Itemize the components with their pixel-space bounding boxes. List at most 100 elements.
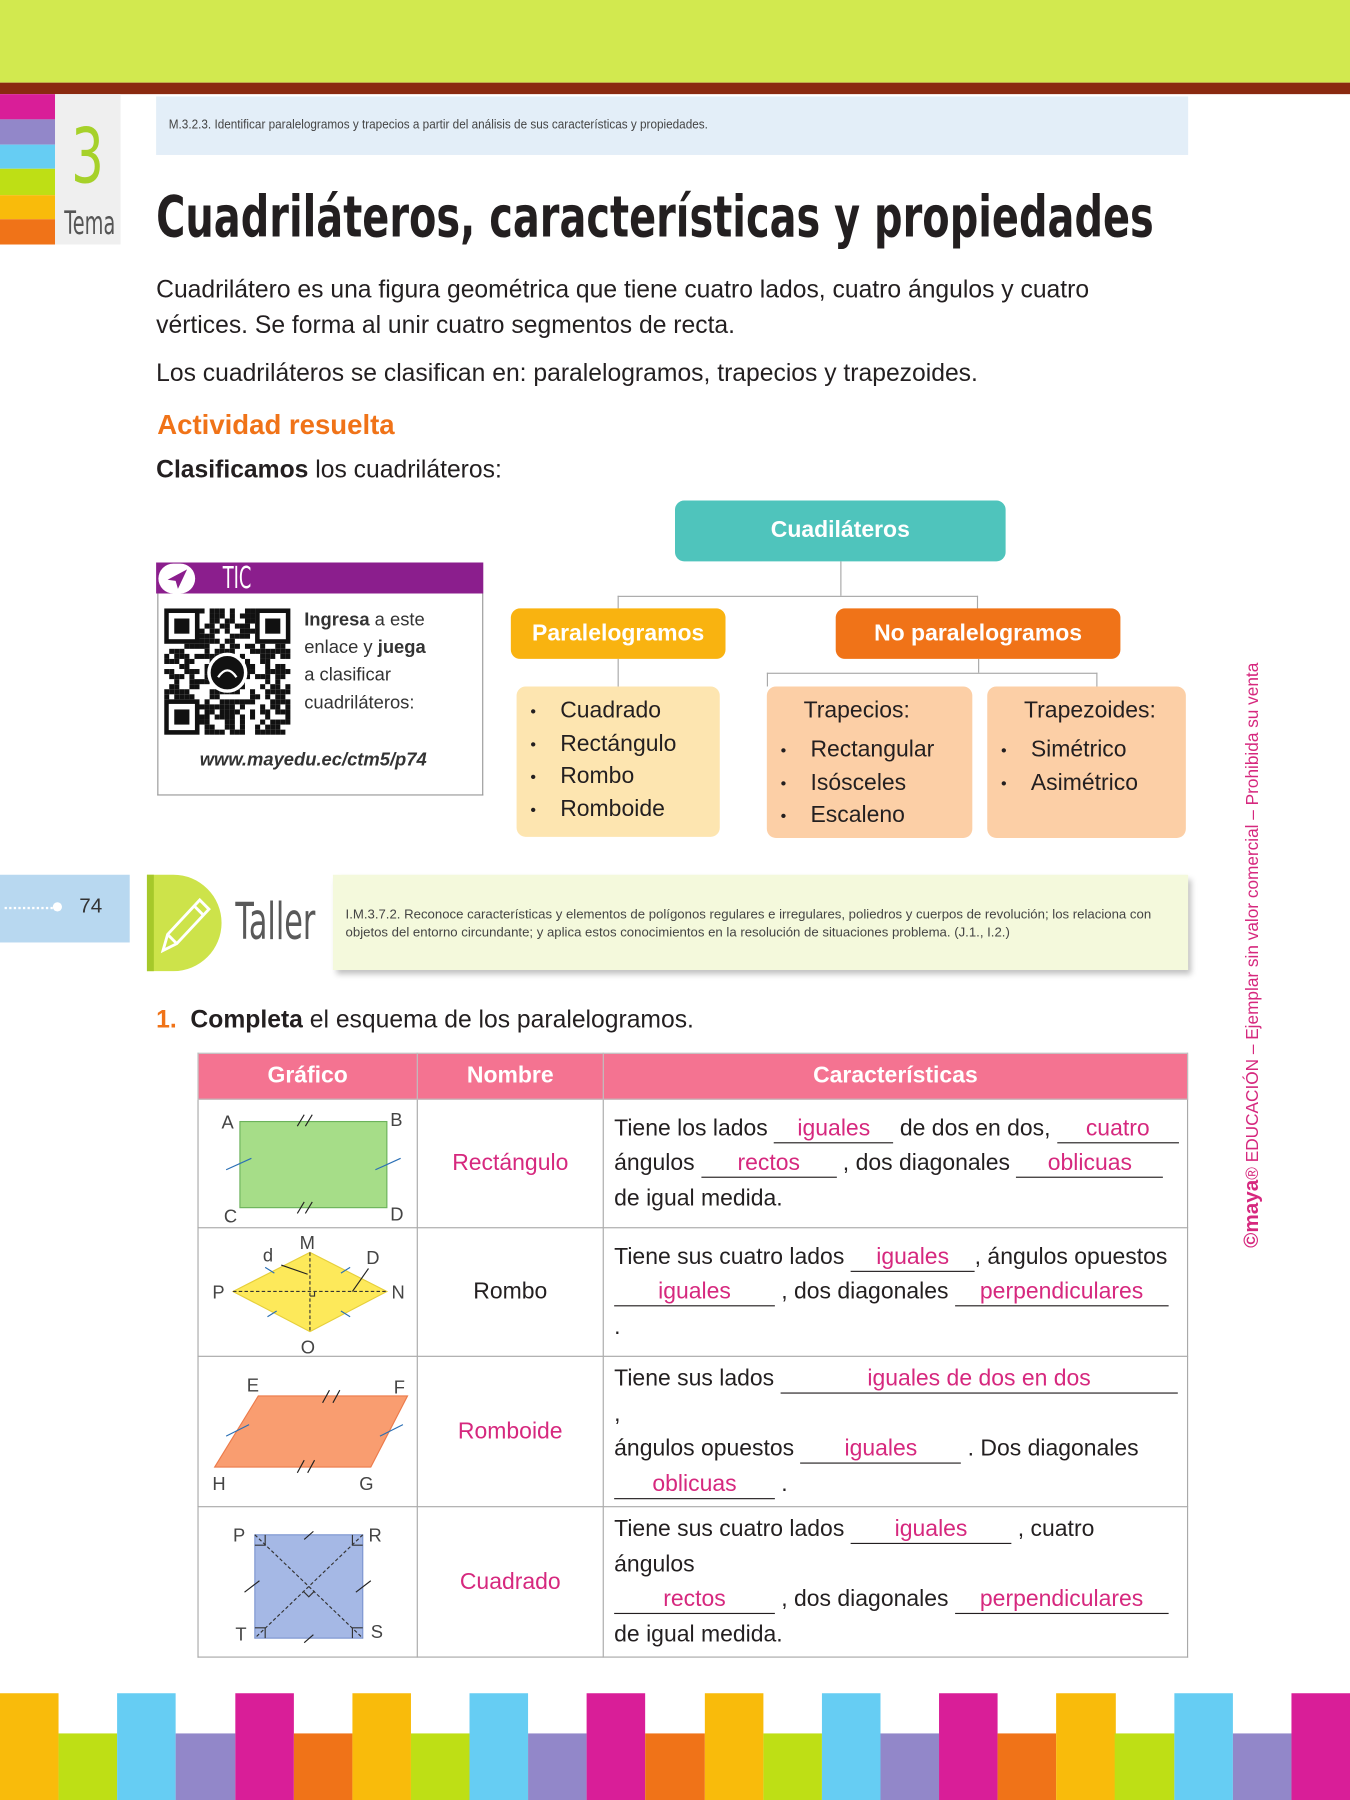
column-header: Nombre	[416, 1052, 604, 1100]
list-item: Rombo	[517, 760, 677, 793]
answer-blank[interactable]: iguales	[850, 1243, 975, 1272]
svg-text:H: H	[212, 1473, 225, 1494]
column-header: Características	[602, 1052, 1189, 1100]
square-graphic: P R S T	[197, 1506, 418, 1658]
svg-text:A: A	[222, 1111, 235, 1132]
answer-blank[interactable]: iguales	[800, 1435, 962, 1464]
stripe	[997, 1733, 1057, 1800]
intro-line-1: Cuadrilátero es una figura geométrica qu…	[156, 275, 1090, 304]
stripe	[645, 1733, 705, 1800]
answer-blank[interactable]: rectos	[700, 1149, 837, 1179]
column-header: Gráfico	[197, 1052, 418, 1100]
svg-text:P: P	[233, 1524, 245, 1545]
send-arrow-icon	[158, 563, 196, 594]
stripe	[1232, 1733, 1292, 1800]
shape-name: Romboide	[416, 1355, 604, 1508]
top-green-band	[0, 0, 1350, 83]
stripe	[763, 1733, 822, 1800]
stripe	[1056, 1693, 1116, 1800]
stripe	[704, 1693, 764, 1800]
stripe	[1173, 1693, 1233, 1800]
svg-text:E: E	[247, 1374, 259, 1395]
svg-text:D: D	[390, 1203, 403, 1224]
stripe	[469, 1693, 529, 1800]
stripe	[58, 1733, 118, 1800]
intro-line-2: vértices. Se forma al unir cuatro segmen…	[156, 311, 736, 339]
svg-text:T: T	[235, 1623, 246, 1644]
svg-text:D: D	[366, 1246, 379, 1267]
svg-text:R: R	[368, 1524, 381, 1545]
taller-label: Taller	[235, 893, 316, 952]
trapecios-box: Trapecios: Rectangular Isósceles Escalen…	[766, 686, 973, 839]
copyright-sidebar: ©maya® EDUCACIÓN – Ejemplar sin valor co…	[1239, 662, 1263, 1248]
list-item: Simétrico	[987, 734, 1138, 767]
svg-text:M: M	[300, 1231, 315, 1252]
stripe	[117, 1693, 177, 1800]
shape-name: Rombo	[416, 1227, 604, 1357]
svg-text:F: F	[394, 1377, 405, 1398]
stripe	[821, 1693, 881, 1800]
stripe	[939, 1693, 998, 1800]
tema-number: 3	[71, 112, 104, 201]
intro-classification: Los cuadriláteros se clasifican en: para…	[156, 359, 978, 387]
exercise-instruction: 1. Completa el esquema de los paralelogr…	[156, 1005, 694, 1034]
answer-blank[interactable]: iguales	[850, 1515, 1012, 1545]
svg-text:d: d	[263, 1244, 273, 1265]
answer-blank[interactable]: oblicuas	[614, 1470, 775, 1499]
characteristics: Tiene los lados iguales de dos en dos, c…	[602, 1098, 1189, 1229]
answer-blank[interactable]: perpendiculares	[954, 1585, 1169, 1615]
stripe	[234, 1693, 294, 1800]
pencil-icon	[160, 897, 211, 954]
list-item: Escaleno	[767, 799, 934, 832]
answer-blank[interactable]: oblicuas	[1016, 1149, 1164, 1179]
activity-instruction: Clasificamos los cuadriláteros:	[156, 455, 502, 484]
tic-body: Ingresa a este enlace y juega a clasific…	[157, 593, 484, 796]
svg-text:G: G	[359, 1473, 373, 1494]
taller-badge	[146, 874, 222, 972]
standard-text: M.3.2.3. Identificar paralelogramos y tr…	[168, 118, 708, 133]
answer-blank[interactable]: rectos	[614, 1585, 775, 1615]
page-title: Cuadriláteros, características y propied…	[156, 183, 1154, 251]
answer-blank[interactable]: cuatro	[1056, 1114, 1179, 1144]
svg-text:S: S	[371, 1621, 383, 1642]
list-item: Rectángulo	[517, 727, 676, 760]
paralelogramos-list-box: Cuadrado Rectángulo Rombo Romboide	[516, 686, 720, 837]
tic-link[interactable]: www.mayedu.ec/ctm5/p74	[199, 750, 427, 771]
node-paralelogramos: Paralelogramos	[510, 608, 726, 659]
stripe	[0, 1693, 59, 1800]
rhomboid-graphic: E F G H	[197, 1355, 418, 1508]
shape-name: Rectángulo	[416, 1098, 604, 1229]
stripe	[586, 1693, 646, 1800]
standard-box: M.3.2.3. Identificar paralelogramos y tr…	[156, 96, 1189, 155]
shape-name: Cuadrado	[416, 1506, 604, 1658]
answer-blank[interactable]: iguales	[774, 1114, 894, 1144]
list-item: Isósceles	[767, 766, 934, 799]
svg-text:P: P	[212, 1281, 224, 1302]
stripe	[1115, 1733, 1174, 1800]
answer-blank[interactable]: perpendiculares	[954, 1278, 1169, 1307]
tema-badge: 3 Tema	[55, 94, 121, 245]
trapecios-label: Trapecios:	[803, 697, 910, 724]
svg-text:O: O	[301, 1336, 315, 1355]
answer-blank[interactable]: iguales	[614, 1278, 775, 1307]
tema-label: Tema	[64, 204, 116, 243]
list-item: Asimétrico	[987, 766, 1138, 799]
qr-code-icon[interactable]	[164, 608, 291, 737]
answer-blank[interactable]: iguales de dos en dos	[780, 1365, 1178, 1394]
trapezoides-label: Trapezoides:	[1023, 697, 1156, 724]
list-item: Romboide	[517, 793, 677, 826]
stripe	[410, 1733, 470, 1800]
page-number-tab: 74	[0, 874, 130, 943]
stripe	[880, 1733, 940, 1800]
stripe	[176, 1733, 235, 1800]
page-number: 74	[79, 894, 103, 918]
list-item: Cuadrado	[517, 695, 677, 728]
activity-heading: Actividad resuelta	[157, 409, 395, 441]
tic-header: TIC	[156, 561, 484, 596]
